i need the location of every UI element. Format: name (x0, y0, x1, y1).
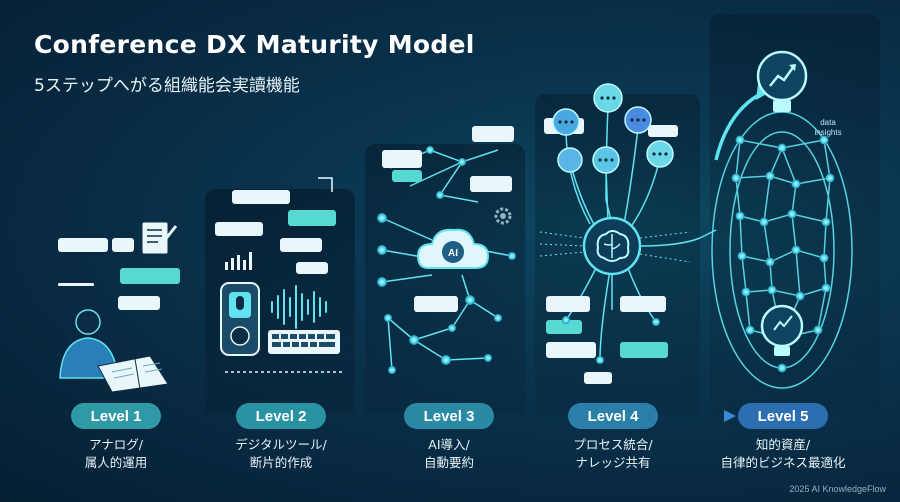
bar-chart-icon (225, 252, 252, 270)
page-title: Conference DX Maturity Model (34, 30, 475, 59)
level4-illustration (539, 83, 717, 384)
level-5-badge: Level 5 (738, 403, 828, 429)
notepad-icon (141, 221, 178, 255)
level-5-description: 知的資産/自律的ビジネス最適化 (720, 437, 846, 470)
level-3-description: AI導入/自動要約 (423, 437, 474, 470)
sound-wave-icon (271, 285, 327, 329)
lightbulb-top-icon (756, 50, 808, 112)
ai-cloud-icon (416, 228, 490, 269)
gear-icon (494, 207, 512, 225)
lightbulb-bottom-icon (760, 304, 804, 356)
brain-hub-icon (582, 216, 642, 276)
level2-illustration (215, 177, 345, 373)
keyboard-icon (268, 330, 340, 354)
level-2-badge: Level 2 (236, 403, 326, 429)
level-3-badge: Level 3 (404, 403, 494, 429)
level-1-badge: Level 1 (71, 403, 161, 429)
level-4-badge: Level 4 (568, 403, 658, 429)
data-insights-note: data insights (814, 118, 842, 137)
page-subtitle: 5ステップへがる組織能会実讀機能 (34, 76, 300, 96)
copyright-text: 2025 AI KnowledgeFlow (789, 484, 886, 494)
level-2-description: デジタルツール/断片的作成 (235, 437, 327, 470)
level3-illustration (377, 126, 516, 374)
level-4-description: プロセス統合/ナレッジ共有 (573, 437, 653, 470)
ai-badge-label: AI (448, 248, 458, 259)
level-1-description: アナログ/属人的運用 (84, 437, 148, 470)
level5-illustration (711, 50, 853, 389)
level1-illustration (58, 221, 180, 393)
voice-recorder-icon (220, 282, 260, 356)
chat-bubble-icons (552, 83, 674, 174)
person-writing-icon (59, 309, 169, 393)
